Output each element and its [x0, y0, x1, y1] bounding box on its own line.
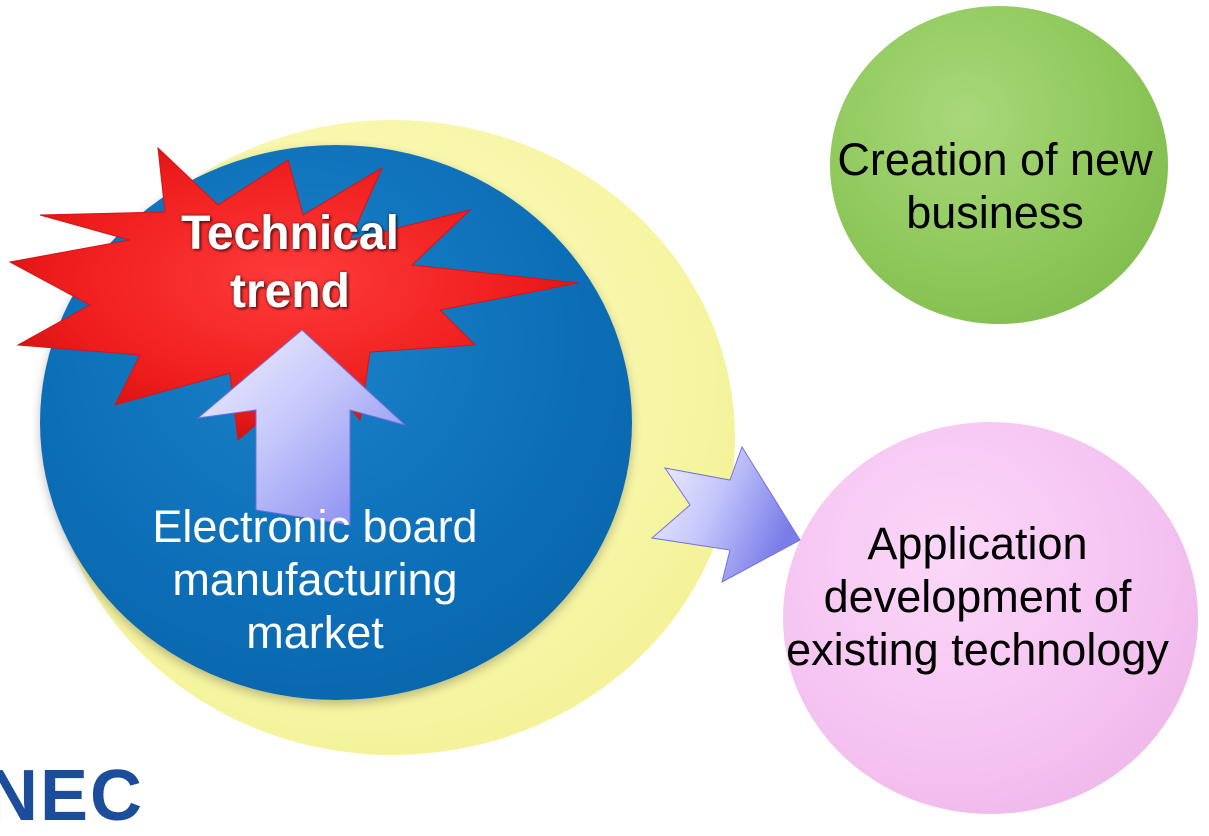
- application-circle: [783, 422, 1198, 814]
- red-starburst-icon: [8, 146, 579, 441]
- up-arrow-icon: [196, 329, 406, 526]
- creation-circle: [830, 6, 1168, 324]
- right-arrow-icon: [650, 445, 801, 583]
- nec-logo: NEC: [0, 756, 145, 836]
- technical-trend-label: Technical trend: [181, 207, 399, 318]
- application-label: Application development of existing tech…: [786, 518, 1169, 676]
- market-label: Electronic board manufacturing market: [152, 501, 478, 659]
- creation-label: Creation of new business: [837, 134, 1153, 239]
